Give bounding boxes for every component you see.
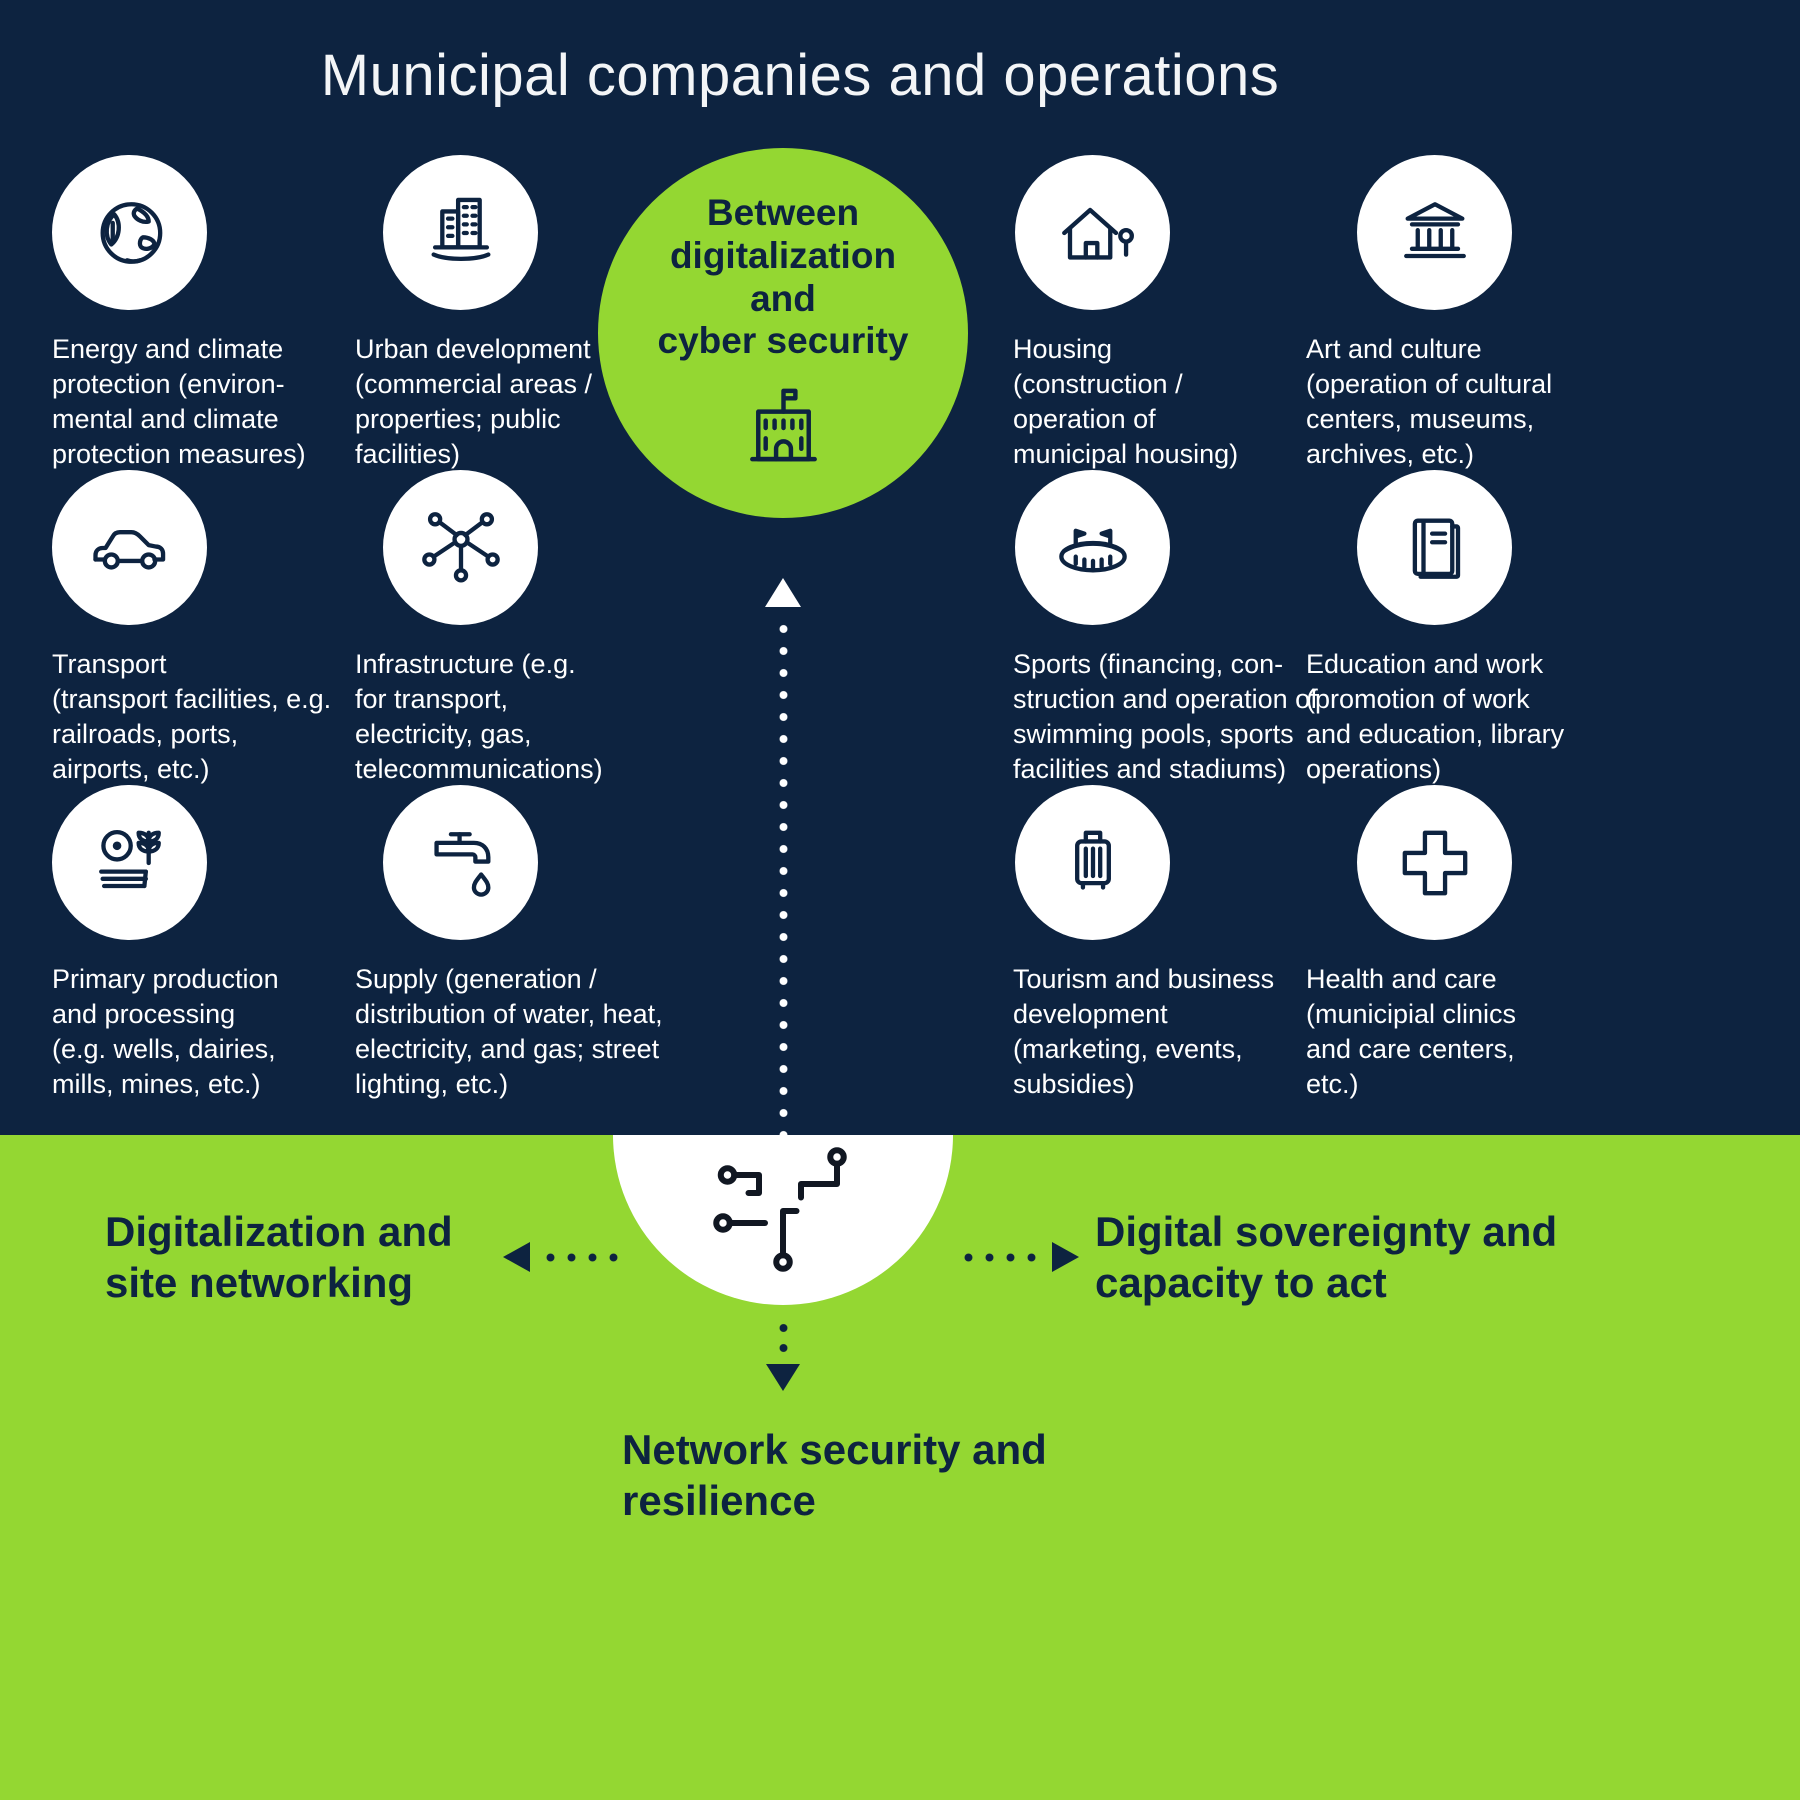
category-label: Transport (transport facilities, e.g. ra…: [52, 649, 332, 785]
dotted-connector-vertical: [779, 618, 788, 1135]
icon-circle: [52, 470, 207, 625]
icon-circle: [383, 785, 538, 940]
category-art-culture: Art and culture (operation of cultural c…: [1306, 155, 1666, 472]
faucet-icon: [433, 831, 490, 897]
icon-circle: [1357, 155, 1512, 310]
house-icon: [1061, 207, 1134, 260]
category-label: Art and culture (operation of cultural c…: [1306, 334, 1553, 470]
category-label: Urban development (commercial areas / pr…: [355, 334, 593, 470]
category-housing: Housing (construction / operation of mun…: [1013, 155, 1373, 472]
category-label: Tourism and business development (market…: [1013, 964, 1275, 1100]
flow-label-digitalization: Digitalization and site networking: [105, 1208, 453, 1307]
category-infrastructure: Infrastructure (e.g. for transport, elec…: [355, 470, 715, 787]
category-supply: Supply (generation / distribution of wat…: [355, 785, 715, 1102]
category-energy-climate: Energy and climate protection (environ- …: [52, 155, 412, 472]
category-sports: Sports (financing, con- struction and op…: [1013, 470, 1373, 787]
arrow-right-icon: [1052, 1242, 1079, 1272]
stadium-icon: [1058, 528, 1127, 572]
center-bubble: Between digitalization and cyber securit…: [598, 148, 968, 518]
category-tourism-business: Tourism and business development (market…: [1013, 785, 1373, 1102]
museum-icon: [1403, 201, 1466, 258]
icon-circle: [383, 155, 538, 310]
icon-circle: [1015, 470, 1170, 625]
suitcase-icon: [1074, 830, 1111, 890]
dotted-connector-right: [958, 1253, 1044, 1262]
icon-circle: [1015, 785, 1170, 940]
hub-icon-wrap: [633, 1145, 933, 1305]
circuit-icon: [713, 1147, 847, 1272]
category-education-work: Education and work (promotion of work an…: [1306, 470, 1666, 787]
category-health-care: Health and care (municipial clinics and …: [1306, 785, 1666, 1102]
millstone-grain-icon: [98, 829, 161, 888]
category-label: Energy and climate protection (environ- …: [52, 334, 306, 470]
icon-circle: [383, 470, 538, 625]
arrow-down-icon: [766, 1364, 800, 1391]
icon-circle: [52, 155, 207, 310]
flow-label-network-security: Network security and resilience: [622, 1426, 1047, 1525]
category-label: Sports (financing, con- struction and op…: [1013, 649, 1318, 785]
category-label: Infrastructure (e.g. for transport, elec…: [355, 649, 603, 785]
dotted-connector-left: [540, 1253, 626, 1262]
category-urban-development: Urban development (commercial areas / pr…: [355, 155, 715, 472]
dotted-connector-down: [779, 1318, 788, 1362]
icon-circle: [1015, 155, 1170, 310]
city-buildings-icon: [431, 197, 490, 261]
book-icon: [1412, 518, 1460, 579]
category-label: Housing (construction / operation of mun…: [1013, 334, 1239, 470]
town-hall-icon: [749, 388, 817, 461]
flow-label-sovereignty: Digital sovereignty and capacity to act: [1095, 1208, 1558, 1307]
category-label: Health and care (municipial clinics and …: [1306, 964, 1517, 1100]
category-label: Education and work (promotion of work an…: [1306, 649, 1565, 785]
category-label: Primary production and processing (e.g. …: [52, 964, 279, 1100]
icon-circle: [52, 785, 207, 940]
category-label: Supply (generation / distribution of wat…: [355, 964, 663, 1100]
arrow-left-icon: [503, 1242, 530, 1272]
category-primary-production: Primary production and processing (e.g. …: [52, 785, 412, 1102]
icon-circle: [1357, 470, 1512, 625]
medical-cross-icon: [1402, 830, 1467, 895]
arrow-up-icon: [765, 578, 801, 607]
category-transport: Transport (transport facilities, e.g. ra…: [52, 470, 412, 787]
icon-circle: [1357, 785, 1512, 940]
network-nodes-icon: [421, 511, 500, 582]
page-title: Municipal companies and operations: [320, 43, 1280, 108]
car-icon: [92, 529, 165, 570]
center-bubble-label: Between digitalization and cyber securit…: [657, 192, 909, 362]
globe-leaf-icon: [100, 201, 162, 264]
